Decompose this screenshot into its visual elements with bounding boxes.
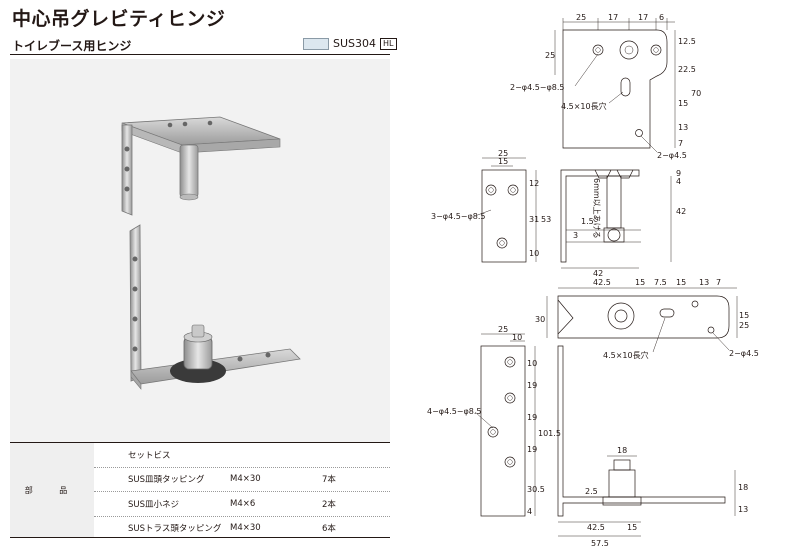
dim-label: 30: [535, 315, 545, 324]
dim-label: 10: [529, 249, 539, 258]
callout: 2−φ4.5: [729, 349, 759, 358]
dim-label: 13: [678, 123, 688, 132]
material-swatch: [303, 37, 329, 50]
hinge-photo-illustration: [121, 116, 301, 390]
dim-label: 6: [659, 13, 664, 22]
part-qty: 6本: [322, 524, 336, 535]
dim-label: 10: [527, 359, 537, 368]
dim-label: 19: [527, 381, 537, 390]
dim-label: 42.5: [587, 523, 605, 532]
dim-label: 19: [527, 445, 537, 454]
dim-label: 15: [676, 278, 686, 287]
dim-label: 12: [529, 179, 539, 188]
dim-label: 3: [573, 231, 578, 240]
top-plate-view: 25 17 17 6 12.5 22.5 70 15 13 7 25 2−φ4.…: [510, 13, 701, 160]
dim-label: 30.5: [527, 485, 545, 494]
dim-label: 101.5: [538, 429, 561, 438]
dim-label: 12.5: [678, 37, 696, 46]
dim-label: 10: [512, 333, 522, 342]
dim-label: 25: [498, 149, 508, 158]
dim-label: 1.5: [581, 217, 594, 226]
dim-label: 15: [498, 157, 508, 166]
dim-label: 42: [676, 207, 686, 216]
dim-label: 25: [576, 13, 586, 22]
callout: 3−φ4.5−φ8.5: [431, 212, 486, 221]
product-photo: [10, 59, 390, 442]
dim-label: 22.5: [678, 65, 696, 74]
dim-label: 15: [739, 311, 749, 320]
parts-table-rows: セットビス SUS皿頭タッピング M4×30 7本 SUS皿小ネジ M4×6 2…: [94, 443, 390, 537]
dim-label: 42.5: [593, 278, 611, 287]
bottom-bracket-view: 25 10 10 19 101.5 19 19 30.5 4 4−φ4.5−φ8…: [427, 325, 748, 548]
part-name: SUS皿頭タッピング: [128, 475, 205, 486]
table-row: SUS皿頭タッピング M4×30 7本: [94, 468, 390, 492]
part-qty: 2本: [322, 499, 336, 510]
dim-label: 4: [527, 507, 532, 516]
callout: 4.5×10長穴: [603, 350, 649, 360]
table-row: セットビス: [94, 443, 390, 468]
dim-label: 19: [527, 413, 537, 422]
dim-label: 25: [545, 51, 555, 60]
part-size: M4×6: [230, 498, 256, 509]
dim-label: 31: [529, 215, 539, 224]
callout: 2−φ4.5: [657, 151, 687, 160]
dim-label: 25: [739, 321, 749, 330]
dim-label: 17: [638, 13, 648, 22]
dim-label: 25: [498, 325, 508, 334]
dim-label: 2.5: [585, 487, 598, 496]
table-row: SUS皿小ネジ M4×6 2本: [94, 492, 390, 517]
part-name: セットビス: [128, 450, 171, 461]
part-name: SUS皿小ネジ: [128, 499, 180, 510]
page-title: 中心吊グレビティヒンジ: [12, 8, 226, 30]
dim-label: 15: [627, 523, 637, 532]
dim-label: 15: [678, 99, 688, 108]
part-size: M4×30: [230, 474, 261, 485]
dim-label: 18: [738, 483, 748, 492]
parts-table: 部 品 セットビス SUS皿頭タッピング M4×30 7本 SUS皿小ネジ M4…: [10, 442, 390, 538]
part-size: M4×30: [230, 523, 261, 534]
table-row: SUSトラス頭タッピング M4×30 6本: [94, 517, 390, 541]
dim-label: 15: [635, 278, 645, 287]
material-tag: SUS304 HL: [303, 37, 397, 50]
parts-table-label: 部 品: [10, 443, 94, 537]
top-bracket-view: 25 15 12 31 53 10 3−φ4.5−φ8.5 42 3 1.5 6…: [431, 149, 686, 278]
material-label: SUS304: [333, 37, 377, 50]
part-qty: 7本: [322, 475, 336, 486]
callout: 2−φ4.5−φ8.5: [510, 83, 565, 92]
technical-drawings: 25 17 17 6 12.5 22.5 70 15 13 7 25 2−φ4.…: [395, 0, 800, 553]
dim-label: 18: [617, 446, 627, 455]
dim-label: 53: [541, 215, 551, 224]
callout: 4−φ4.5−φ8.5: [427, 407, 482, 416]
dim-label: 7.5: [654, 278, 667, 287]
dimension-drawing: 25 17 17 6 12.5 22.5 70 15 13 7 25 2−φ4.…: [427, 13, 759, 548]
header-rule: [10, 54, 390, 55]
dim-label: 70: [691, 89, 701, 98]
dim-label: 42: [593, 269, 603, 278]
dim-label: 17: [608, 13, 618, 22]
dim-label: 13: [699, 278, 709, 287]
page-subtitle: トイレブース用ヒンジ: [12, 39, 132, 53]
dim-label: 7: [678, 139, 683, 148]
dim-label: 9: [676, 169, 681, 178]
part-name: SUSトラス頭タッピング: [128, 524, 222, 535]
dim-label: 13: [738, 505, 748, 514]
dim-label: 7: [716, 278, 721, 287]
callout: 4.5×10長穴: [561, 101, 607, 111]
bottom-plate-view: 42.5 15 7.5 15 13 7 30 15 25 2−φ4.5 4.5×…: [535, 278, 759, 360]
dim-label: 4: [676, 177, 681, 186]
finish-badge: HL: [380, 37, 397, 50]
guide-note: 6mm以上あける: [592, 178, 601, 239]
dim-label: 57.5: [591, 539, 609, 548]
